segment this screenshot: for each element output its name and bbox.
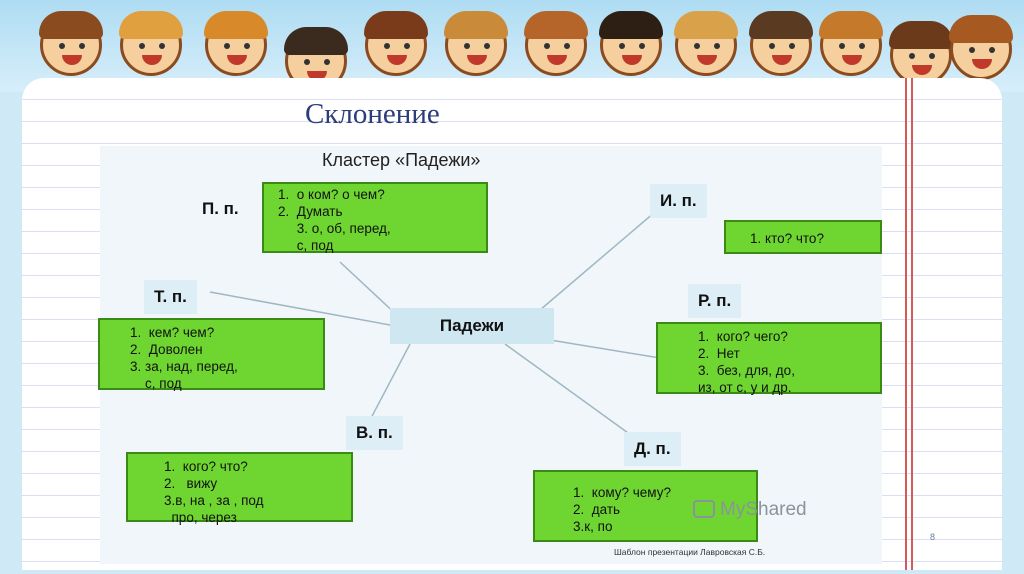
case-label-tp: Т. п. [144, 280, 197, 314]
case-label-vp: В. п. [346, 416, 403, 450]
author-credit: Шаблон презентации Лавровская С.Б. [614, 547, 765, 557]
case-label-dp: Д. п. [624, 432, 681, 466]
connector-line [540, 212, 655, 310]
case-line: 3.в, на , за , под [164, 492, 351, 509]
case-line: из, от с, у и др. [698, 379, 880, 396]
center-node: Падежи [390, 308, 554, 344]
case-line: 3. о, об, перед, [278, 220, 486, 237]
case-box-tp: 1. кем? чем? 2. Доволен 3. за, над, пере… [98, 318, 325, 390]
watermark-text: MyShared [720, 499, 807, 521]
case-label-rp: Р. п. [688, 284, 741, 318]
case-line: 2. Думать [278, 203, 486, 220]
case-line: 1. кого? что? [164, 458, 351, 475]
case-line: с, под [130, 375, 323, 392]
case-line: 3. за, над, перед, [130, 358, 323, 375]
case-box-vp: 1. кого? что? 2. вижу 3.в, на , за , под… [126, 452, 353, 522]
case-label-ip: И. п. [650, 184, 707, 218]
case-line: 3. без, для, до, [698, 362, 880, 379]
case-line: 1. о ком? о чем? [278, 186, 486, 203]
case-line: 1. кем? чем? [130, 324, 323, 341]
case-line: про, через [164, 509, 351, 526]
case-line: с, под [278, 237, 486, 254]
connector-line [370, 344, 410, 420]
watermark-icon [693, 500, 715, 518]
case-box-rp: 1. кого? чего? 2. Нет 3. без, для, до, и… [656, 322, 882, 394]
case-box-pp: 1. о ком? о чем? 2. Думать 3. о, об, пер… [262, 182, 488, 253]
case-line: 2. вижу [164, 475, 351, 492]
case-label-pp: П. п. [192, 192, 249, 226]
case-line: 2. Нет [698, 345, 880, 362]
case-line: 2. Доволен [130, 341, 323, 358]
case-line: 1. кого? чего? [698, 328, 880, 345]
case-box-ip: 1. кто? что? [724, 220, 882, 254]
page-number: 8 [930, 532, 935, 542]
connector-line [550, 340, 660, 358]
case-line: 1. кто? что? [750, 230, 880, 247]
connector-line [505, 344, 635, 438]
